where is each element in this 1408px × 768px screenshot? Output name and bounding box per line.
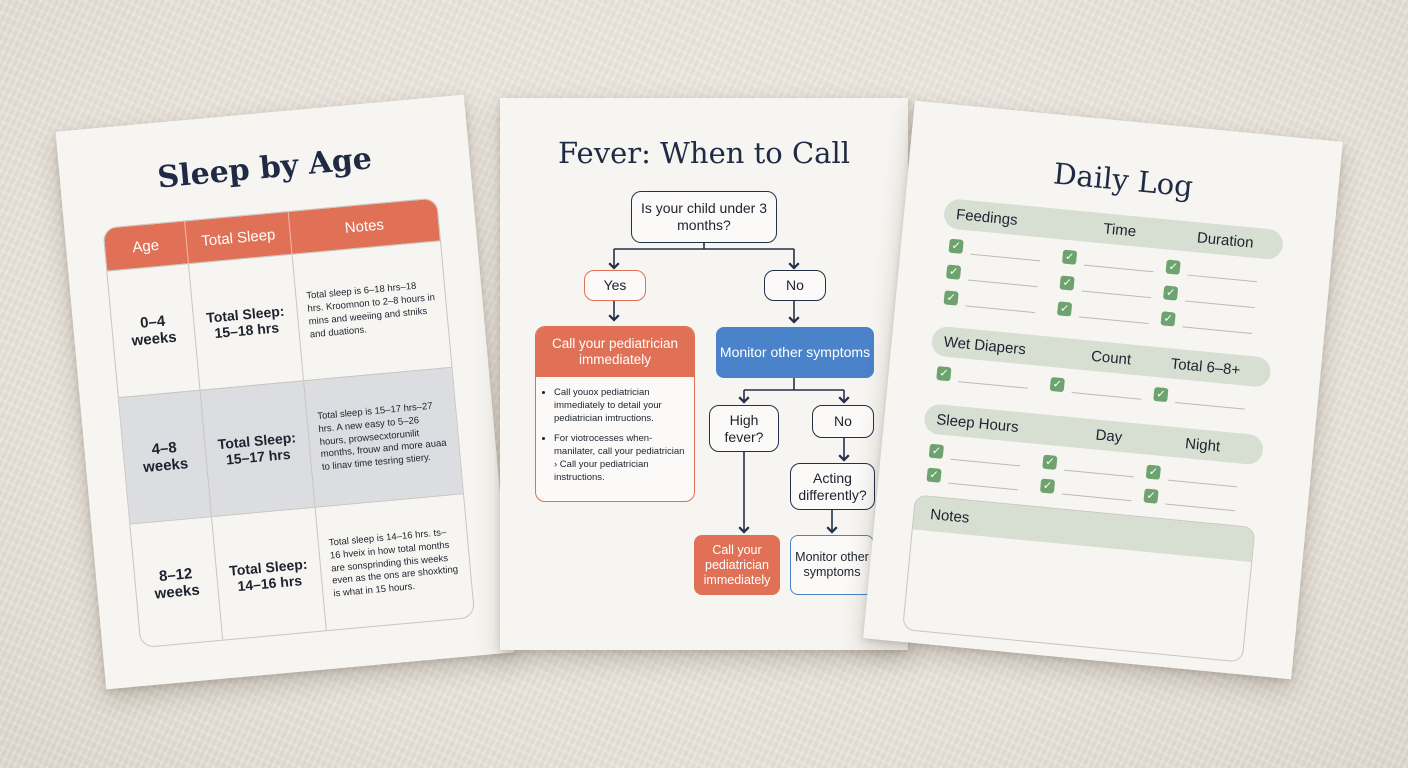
sleep-card-title: Sleep by Age <box>156 141 374 196</box>
entry-line <box>1165 503 1236 512</box>
diapers-total-label: Total 6–8+ <box>1170 355 1241 380</box>
sleep-night-label: Night <box>1184 435 1221 456</box>
checkbox-checked[interactable]: ✓ <box>1143 488 1159 504</box>
checkbox-checked[interactable]: ✓ <box>943 290 959 306</box>
age-cell: 8–12 weeks <box>130 517 224 649</box>
entry-line <box>1061 493 1132 502</box>
question-box: Is your child under 3 months? <box>631 191 777 243</box>
entry-line <box>1081 290 1152 299</box>
sleep-day-label: Day <box>1094 426 1124 447</box>
checkbox-checked[interactable]: ✓ <box>1160 311 1176 327</box>
monitor-symptoms-final-box: Monitor other symptoms <box>790 535 874 595</box>
checkbox-checked[interactable]: ✓ <box>1162 285 1179 301</box>
entry-line <box>970 253 1041 262</box>
notes-cell: Total sleep is 15–17 hrs–27 hrs. A new e… <box>316 400 448 474</box>
sleep-table: Age Total Sleep Notes 0–4 weeks Total Sl… <box>102 197 476 649</box>
sleep-hours-section-header: Sleep Hours Day Night <box>923 403 1265 466</box>
total-sleep-cell: Total Sleep: 14–16 hrs <box>212 507 328 643</box>
daily-log-card: Daily Log Feedings Time Duration ✓✓✓✓✓✓✓… <box>863 100 1343 680</box>
checkbox-checked[interactable]: ✓ <box>1056 301 1073 317</box>
age-cell: 4–8 weeks <box>118 390 212 524</box>
entry-line <box>1083 264 1154 273</box>
checkbox-checked[interactable]: ✓ <box>1042 454 1058 470</box>
no-box-secondary: No <box>812 405 874 438</box>
call-bullet: Call youox pediatrician immediately to d… <box>554 387 686 425</box>
fever-when-to-call-card: Fever: When to Call Is your child under … <box>500 98 908 650</box>
call-pediatrician-final-box: Call your pediatrician immediately <box>694 535 780 595</box>
yes-box: Yes <box>584 270 646 301</box>
entry-line <box>1187 274 1258 283</box>
checkbox-checked[interactable]: ✓ <box>1061 249 1078 265</box>
entry-line <box>965 305 1036 314</box>
checkbox-checked[interactable]: ✓ <box>1059 275 1075 291</box>
feedings-time-label: Time <box>1102 220 1137 241</box>
sleep-hours-label: Sleep Hours <box>935 411 1020 437</box>
entry-line <box>1182 326 1253 335</box>
diapers-count-label: Count <box>1090 347 1132 369</box>
header-age: Age <box>103 221 189 271</box>
entry-line <box>1175 401 1245 410</box>
feedings-duration-label: Duration <box>1196 229 1255 252</box>
checkbox-checked[interactable]: ✓ <box>936 366 952 382</box>
notes-box: Notes <box>902 494 1256 663</box>
checkbox-checked[interactable]: ✓ <box>1145 464 1161 480</box>
high-fever-box: High fever? <box>709 405 779 452</box>
wet-diapers-label: Wet Diapers <box>943 333 1027 359</box>
total-sleep-cell: Total Sleep: 15–18 hrs <box>189 254 305 390</box>
checkbox-checked[interactable]: ✓ <box>1165 259 1181 275</box>
total-sleep-cell: Total Sleep: 15–17 hrs <box>200 381 316 517</box>
wet-diapers-section-header: Wet Diapers Count Total 6–8+ <box>930 325 1272 388</box>
checkbox-checked[interactable]: ✓ <box>945 264 962 280</box>
sleep-by-age-card: Sleep by Age Age Total Sleep Notes 0–4 w… <box>55 94 515 690</box>
monitor-symptoms-box: Monitor other symptoms <box>716 327 874 378</box>
entry-line <box>950 458 1021 467</box>
notes-cell: Total sleep is 14–16 hrs. ts–16 hveix in… <box>328 526 459 600</box>
call-pediatrician-panel: Call your pediatrician immediately Call … <box>535 326 695 502</box>
entry-line <box>1064 469 1134 478</box>
notes-cell: Total sleep is 6–18 hrs–18 hrs. Kroomnon… <box>305 281 436 341</box>
call-bullet: For viotrocesses when- manilater, call y… <box>554 433 686 484</box>
checkbox-checked[interactable]: ✓ <box>926 467 942 483</box>
acting-differently-box: Acting differently? <box>790 463 875 510</box>
entry-line <box>967 279 1038 288</box>
entry-line <box>948 482 1019 491</box>
entry-line <box>958 381 1028 389</box>
checkbox-checked[interactable]: ✓ <box>928 443 944 459</box>
feedings-label: Feedings <box>955 206 1019 229</box>
checkbox-checked[interactable]: ✓ <box>1153 386 1169 403</box>
no-box: No <box>764 270 826 301</box>
call-panel-bullets: Call youox pediatrician immediately to d… <box>536 387 694 485</box>
entry-line <box>1078 316 1149 325</box>
notes-label: Notes <box>912 495 1255 562</box>
checkbox-checked[interactable]: ✓ <box>948 238 964 254</box>
entry-line <box>1071 392 1142 400</box>
checkbox-checked[interactable]: ✓ <box>1039 478 1056 494</box>
flowchart-connectors <box>608 241 850 534</box>
entry-line <box>1184 300 1255 309</box>
age-cell: 0–4 weeks <box>107 264 201 398</box>
checkbox-checked[interactable]: ✓ <box>1049 376 1065 393</box>
entry-line <box>1167 479 1238 488</box>
fever-card-title: Fever: When to Call <box>558 136 850 170</box>
call-panel-header: Call your pediatrician immediately <box>536 327 694 377</box>
